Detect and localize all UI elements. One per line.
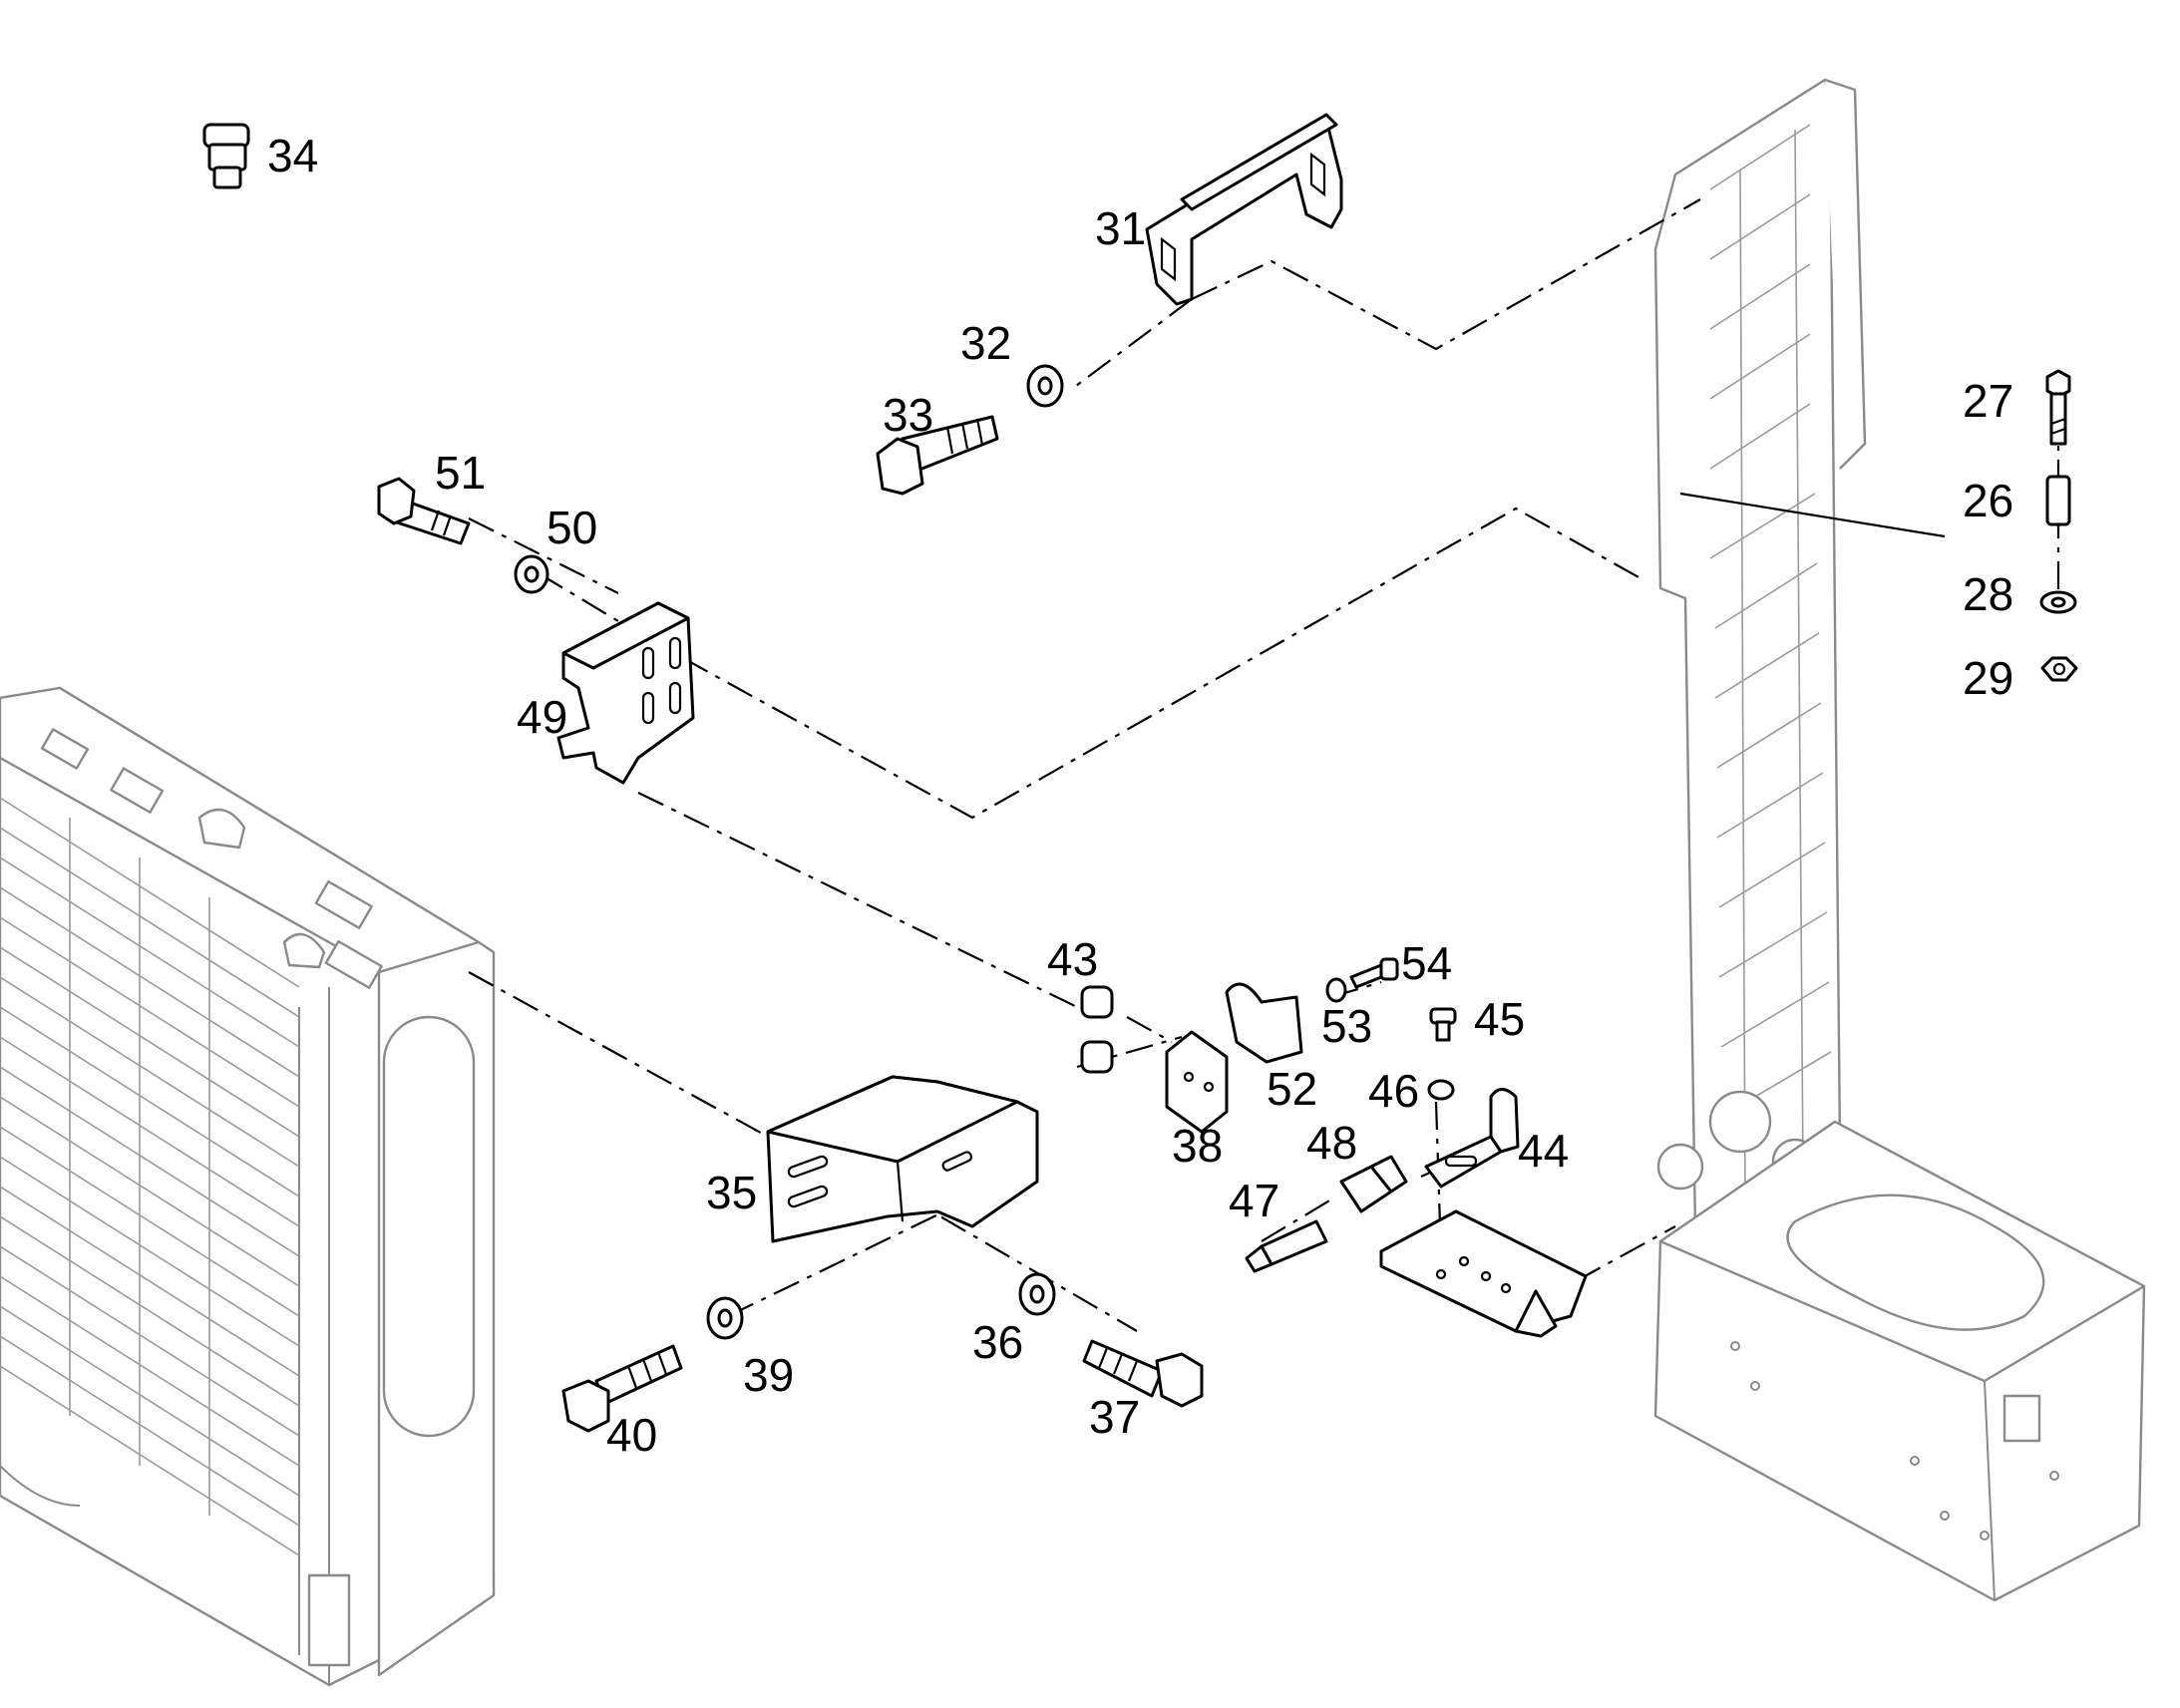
part-27-bolt: [2045, 369, 2071, 446]
callout-34: 34: [267, 130, 318, 181]
part-32-washer: [1026, 364, 1064, 408]
part-39-washer: [706, 1296, 744, 1340]
part-53-washer: [1325, 977, 1347, 1003]
part-43-bushing: [1080, 985, 1114, 1074]
callout-35: 35: [706, 1167, 757, 1218]
callout-49: 49: [517, 691, 567, 743]
callout-38: 38: [1172, 1120, 1223, 1172]
part-37-bolt: [1082, 1339, 1204, 1408]
callout-26: 26: [1963, 475, 2013, 526]
leader-26: [1679, 492, 1946, 538]
callout-50: 50: [546, 502, 597, 553]
part-33-bolt: [876, 415, 999, 496]
callout-43: 43: [1047, 933, 1098, 985]
part-44-bracket: [1424, 1088, 1520, 1189]
part-50-washer: [514, 554, 549, 594]
part-36-washer: [1018, 1272, 1056, 1316]
callout-29: 29: [1963, 652, 2013, 704]
callout-44: 44: [1518, 1125, 1569, 1177]
part-38-block: [1165, 1030, 1229, 1134]
part-40-bolt: [561, 1344, 683, 1433]
part-52-plate: [1225, 982, 1303, 1064]
callout-45: 45: [1474, 993, 1525, 1045]
callout-51: 51: [435, 447, 486, 499]
callout-37: 37: [1089, 1391, 1140, 1443]
callout-27: 27: [1963, 375, 2013, 427]
part-29-nut: [2040, 656, 2078, 682]
part-35-bracket: [766, 1075, 1039, 1243]
callout-54: 54: [1401, 937, 1452, 989]
frame-assembly: [1653, 78, 2146, 1602]
callout-31: 31: [1095, 202, 1146, 254]
callout-32: 32: [960, 317, 1011, 369]
callout-39: 39: [743, 1349, 794, 1401]
callout-36: 36: [972, 1316, 1023, 1368]
part-49-bracket: [556, 601, 695, 785]
callout-40: 40: [606, 1409, 657, 1461]
part-48-fitting: [1339, 1155, 1408, 1213]
callout-33: 33: [883, 389, 933, 441]
part-26-sleeve: [2045, 475, 2071, 526]
callout-47: 47: [1229, 1175, 1279, 1226]
part-34-fitting: [202, 123, 250, 189]
part-54-screw: [1349, 957, 1399, 989]
radiator-assembly: [0, 686, 496, 1687]
part-47-pin: [1245, 1219, 1328, 1273]
callout-52: 52: [1267, 1063, 1317, 1115]
callout-28: 28: [1963, 568, 2013, 620]
callout-46: 46: [1368, 1065, 1419, 1117]
callout-48: 48: [1306, 1117, 1357, 1169]
part-base-plate: [1379, 1209, 1588, 1338]
part-51-bolt: [377, 477, 471, 545]
part-31-bracket: [1145, 113, 1343, 306]
part-28-washer: [2039, 590, 2077, 614]
part-46-washer: [1427, 1079, 1455, 1101]
callout-labels: 34 31 32 33 51 50 49 43 54 53 45 52 46 4…: [267, 130, 2013, 1461]
part-45-screw: [1429, 1007, 1457, 1042]
callout-53: 53: [1321, 1000, 1372, 1052]
